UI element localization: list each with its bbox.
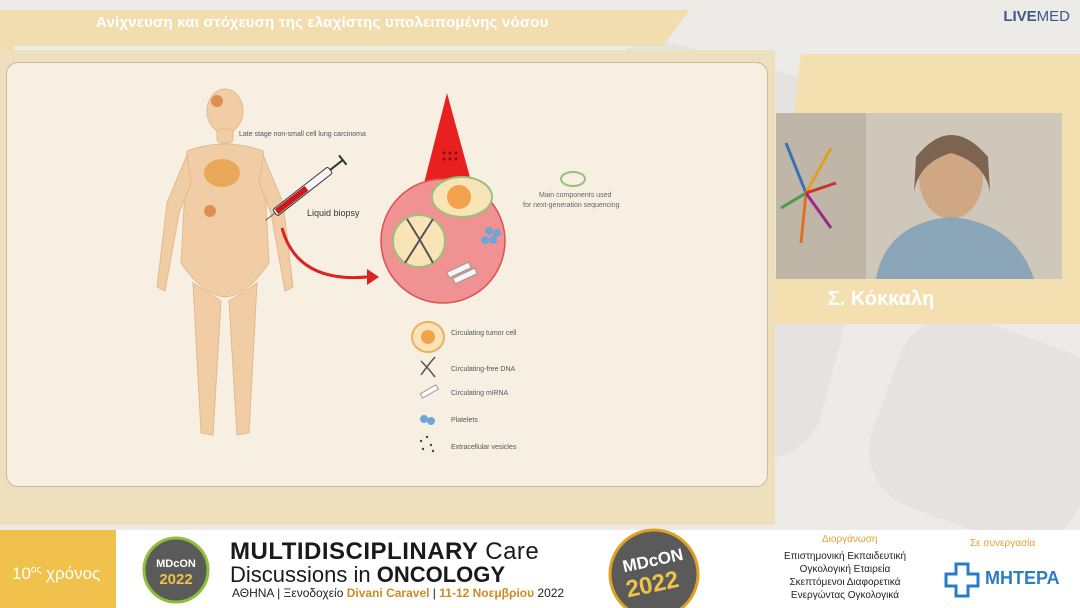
speaker-silhouette bbox=[876, 135, 1034, 279]
anniversary-text: 10ος χρόνος bbox=[12, 564, 100, 584]
arrow-head bbox=[367, 269, 379, 285]
logo-large-ring bbox=[608, 528, 700, 608]
title-bar bbox=[0, 10, 690, 46]
venue-dates: 11-12 Νοεμβρίου bbox=[439, 586, 535, 600]
organizer-line: Ενεργώντας Ογκολογικά bbox=[790, 590, 900, 601]
wall-artwork-icon bbox=[780, 142, 837, 244]
legend-label: Circulating miRNA bbox=[451, 390, 509, 397]
legend-label: Circulating tumor cell bbox=[451, 330, 517, 337]
legend-mirna-icon bbox=[419, 384, 439, 399]
platelets-cluster bbox=[481, 227, 501, 244]
logo-year: 2022 bbox=[159, 571, 192, 588]
conference-venue: ΑΘΗΝΑ | Ξενοδοχείο Divani Caravel | 11-1… bbox=[232, 586, 564, 600]
conference-title-line1: MULTIDISCIPLINARY Care bbox=[230, 538, 539, 566]
legend-label: Platelets bbox=[451, 417, 478, 424]
organizer-line: Σκεπτόμενοι Διαφορετικά bbox=[789, 577, 901, 588]
logo-text: MDcON bbox=[156, 558, 196, 570]
human-body-figure bbox=[156, 88, 294, 436]
ngs-label-line1: Main components used bbox=[539, 192, 611, 199]
brand-thin: MED bbox=[1036, 8, 1070, 25]
title2-bold: ONCOLOGY bbox=[376, 562, 506, 587]
legend-dna-icon bbox=[420, 356, 436, 378]
legend-platelets-icon bbox=[420, 415, 435, 425]
conference-title-line2: Discussions in ONCOLOGY bbox=[230, 562, 505, 588]
legend-vesicles-icon bbox=[419, 435, 435, 453]
stage-label: Late stage non-small cell lung carcinoma bbox=[239, 131, 366, 138]
organizer-label: Διοργάνωση bbox=[822, 534, 878, 545]
legend-label: Circulating-free DNA bbox=[451, 366, 516, 373]
medical-cross-icon bbox=[944, 562, 980, 598]
venue-separator: | bbox=[432, 586, 436, 600]
collaboration-label: Σε συνεργασία bbox=[970, 538, 1036, 549]
logo-ring bbox=[142, 536, 210, 604]
venue-year: 2022 bbox=[537, 586, 565, 600]
title-bold: MULTIDISCIPLINARY bbox=[230, 538, 479, 565]
presentation-title: Ανίχνευση και στόχευση της ελαχίστης υπο… bbox=[96, 14, 549, 31]
tumor-nucleus bbox=[447, 185, 471, 209]
legend-label: Extracellular vesicles bbox=[451, 444, 517, 451]
mdcon-logo-large: MDcON 2022 bbox=[608, 528, 700, 608]
organizer-line: Επιστημονική Εκπαιδευτική bbox=[783, 551, 907, 562]
speaker-video-frame bbox=[776, 113, 1062, 279]
organizer-line: Ογκολογική Εταιρεία bbox=[799, 564, 891, 575]
venue-prefix: ΑΘΗΝΑ | Ξενοδοχείο bbox=[232, 586, 344, 600]
year-suffix: ος bbox=[30, 564, 42, 576]
mdcon-logo-small: MDcON 2022 bbox=[142, 536, 210, 604]
partner-logo: ΜΗΤΕΡΑ bbox=[985, 568, 1060, 588]
brand-logo: LIVEMED bbox=[1003, 8, 1070, 25]
presentation-slide: Late stage non-small cell lung carcinoma… bbox=[6, 62, 768, 487]
blood-drop-triangle bbox=[419, 93, 477, 203]
dna-helix-icon bbox=[404, 218, 434, 264]
syringe-icon bbox=[265, 154, 348, 221]
ngs-label-line2: for next-generation sequencing bbox=[523, 202, 620, 209]
background-shape bbox=[852, 298, 1080, 562]
ngs-marker-icon bbox=[560, 171, 586, 187]
year-word: χρόνος bbox=[46, 564, 101, 583]
liquid-biopsy-diagram: Late stage non-small cell lung carcinoma… bbox=[156, 88, 620, 453]
vesicle-dots bbox=[442, 151, 458, 161]
brand-bold: LIVE bbox=[1003, 8, 1037, 25]
liquid-biopsy-label: Liquid biopsy bbox=[307, 208, 360, 218]
flow-arrow bbox=[280, 227, 368, 280]
organizer-text: Επιστημονική Εκπαιδευτική Ογκολογική Ετα… bbox=[780, 550, 910, 602]
speaker-video bbox=[776, 113, 1062, 279]
mirna-strips bbox=[446, 261, 478, 285]
title-thin: Care bbox=[485, 538, 540, 565]
anniversary-badge bbox=[0, 530, 116, 608]
conference-banner: 10ος χρόνος MDcON 2022 MULTIDISCIPLINARY… bbox=[0, 528, 1080, 608]
year-number: 10 bbox=[12, 564, 31, 583]
legend-tumor-nucleus bbox=[421, 330, 435, 344]
tumor-sites bbox=[204, 95, 240, 217]
title2-thin: Discussions in bbox=[230, 562, 371, 587]
venue-hotel: Divani Caravel bbox=[346, 586, 430, 600]
speaker-name: Σ. Κόκκαλη bbox=[827, 288, 935, 310]
